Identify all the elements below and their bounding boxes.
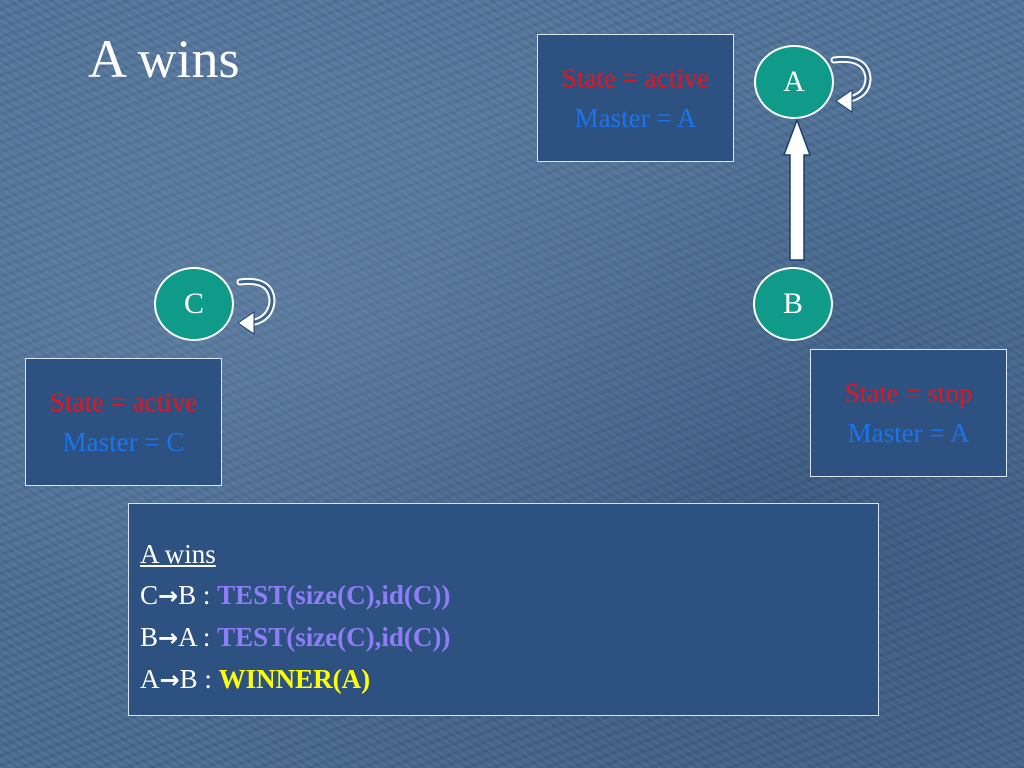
a-self-loop-icon [830, 55, 872, 113]
message-text: WINNER(A) [218, 664, 371, 694]
message-separator: : [196, 580, 218, 610]
node-a-master: Master = A [574, 103, 697, 133]
slide-title: A wins [88, 29, 240, 89]
message-to: A [178, 622, 197, 652]
message-box: A wins C→B : TEST(size(C),id(C)) B→A : T… [128, 503, 879, 716]
b-to-a-arrow [782, 117, 812, 261]
node-a-state-box: State = active Master = A [537, 34, 734, 162]
node-c: C [154, 267, 234, 341]
message-heading-text: A wins [140, 539, 216, 569]
message-to: B [179, 664, 198, 694]
message-from: A [140, 664, 160, 694]
message-line: B→A : TEST(size(C),id(C)) [140, 617, 878, 659]
c-self-loop-icon [236, 277, 276, 335]
message-line: A→B : WINNER(A) [140, 659, 878, 701]
message-line: C→B : TEST(size(C),id(C)) [140, 575, 878, 617]
right-arrow-icon: → [159, 666, 180, 694]
node-a-state: State = active [561, 63, 710, 93]
node-b: B [753, 267, 833, 341]
message-separator: : [196, 622, 218, 652]
node-c-state-box: State = active Master = C [25, 358, 222, 486]
right-arrow-icon: → [158, 582, 179, 610]
node-b-master: Master = A [847, 418, 970, 448]
message-from: B [140, 622, 159, 652]
node-b-state-box: State = stop Master = A [810, 349, 1007, 477]
right-arrow-icon: → [158, 624, 179, 652]
message-separator: : [197, 664, 219, 694]
node-a: A [754, 45, 834, 119]
message-heading: A wins [140, 534, 878, 575]
node-c-master: Master = C [62, 427, 185, 457]
node-b-state: State = stop [844, 378, 973, 408]
message-text: TEST(size(C),id(C)) [217, 622, 451, 652]
message-to: B [178, 580, 197, 610]
message-from: C [140, 580, 159, 610]
node-c-state: State = active [49, 387, 198, 417]
message-text: TEST(size(C),id(C)) [217, 580, 451, 610]
